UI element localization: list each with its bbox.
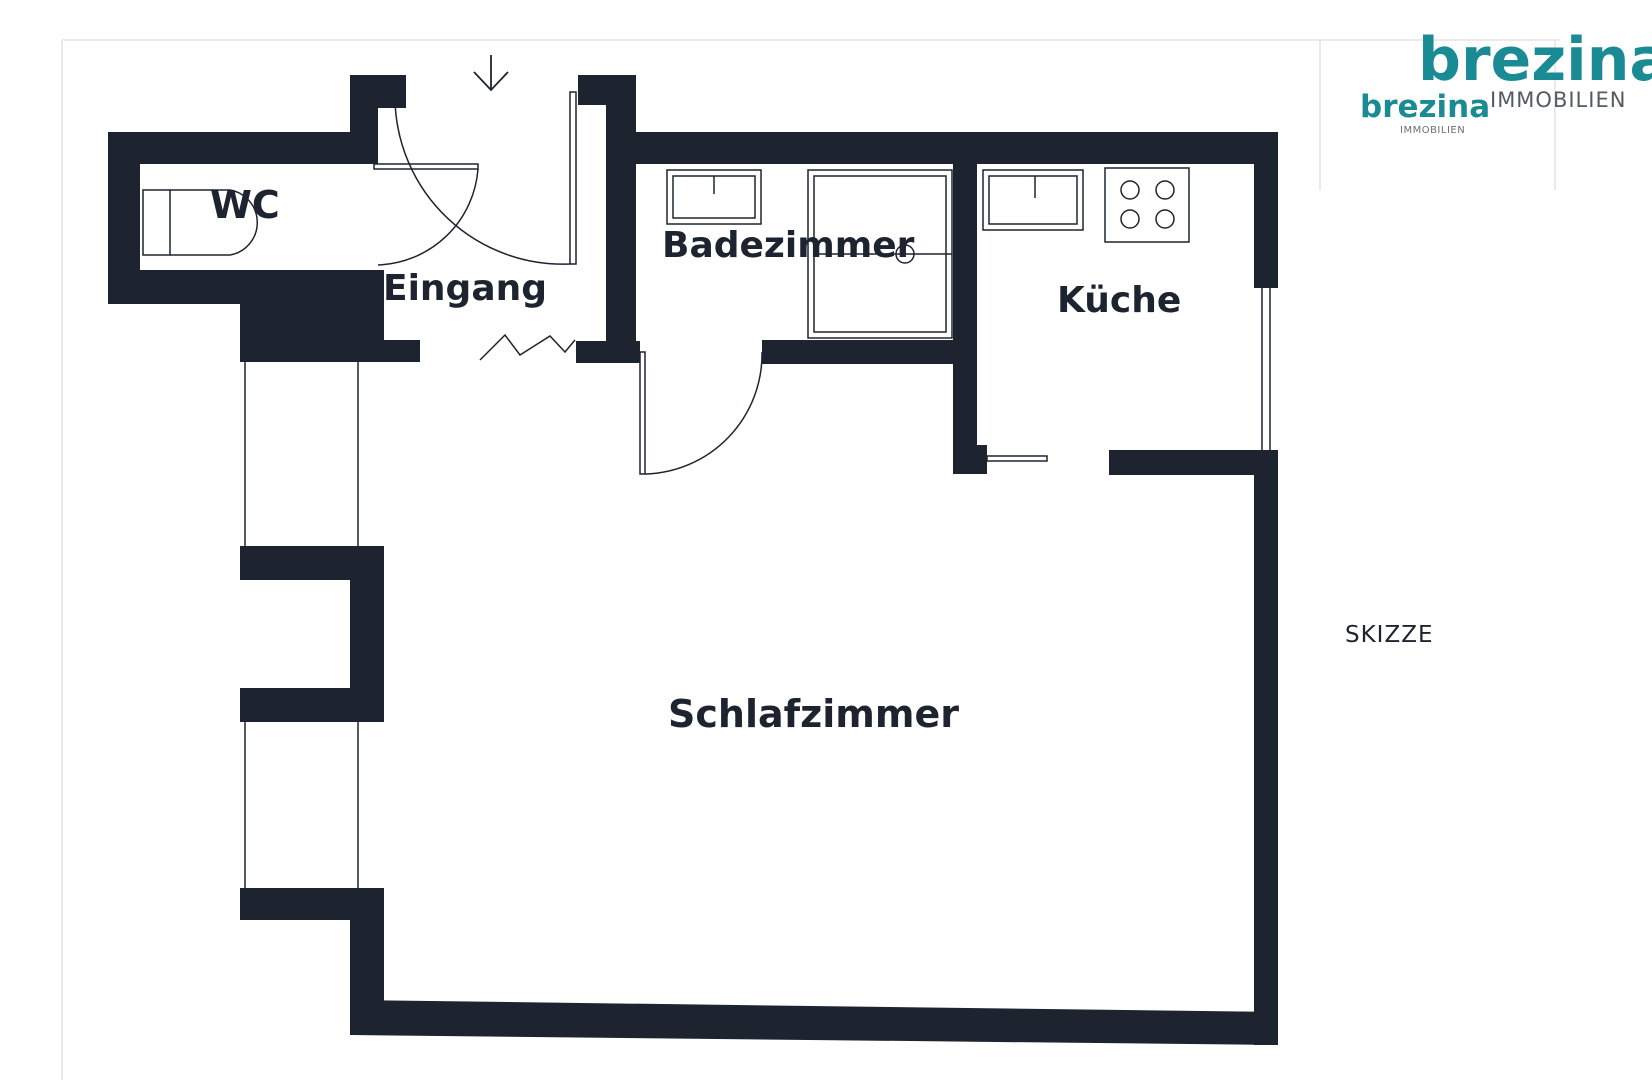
doors [373,91,1048,475]
toilet-fixture [142,189,171,256]
logo-small-word: brezina [1360,89,1490,125]
brand-logo-small: brezina IMMOBILIEN [1360,89,1490,136]
logo-large-word: brezina [1418,25,1652,95]
logo-small-subtitle: IMMOBILIEN [1400,125,1465,136]
brand-logo-large: brezina IMMOBILIEN [1418,25,1652,112]
room-label-wc: WC [210,183,280,227]
room-label-eingang: Eingang [383,268,547,309]
sketch-note: SKIZZE [1345,622,1434,648]
entrance-arrow-icon [473,55,509,92]
logo-large-subtitle: IMMOBILIEN [1490,88,1626,112]
bathroom-sink [666,169,762,225]
room-label-badezimmer: Badezimmer [662,225,915,266]
kitchen-sink [982,169,1084,231]
stove [1104,167,1190,243]
walls [108,75,1278,1045]
windows [244,288,1271,888]
room-label-kueche: Küche [1057,280,1181,321]
page-frame [61,39,1560,1080]
fixtures [142,167,1190,339]
room-label-schlafzimmer: Schlafzimmer [668,692,959,736]
zigzag-symbol [479,333,576,361]
